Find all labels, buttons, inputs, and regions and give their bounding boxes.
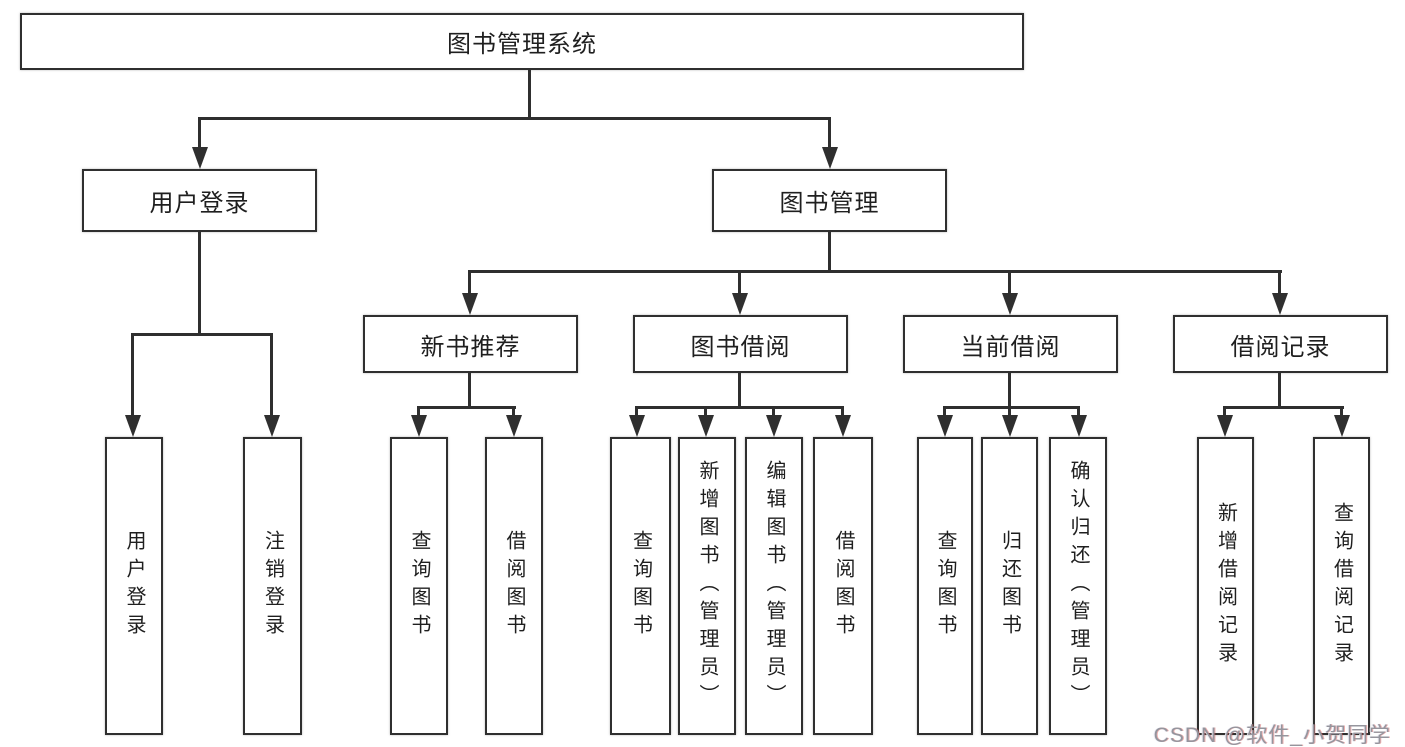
arrow-down-icon (698, 415, 714, 437)
leaf-records-query-record: 查询借阅记录 (1313, 437, 1370, 735)
leaf-recommend-borrow-books-label: 借阅图书 (503, 530, 525, 642)
leaf-current-confirm-return-admin: 确认归还（管理员） (1049, 437, 1107, 735)
connector-line (738, 270, 741, 296)
connector-line (828, 232, 831, 273)
leaf-recommend-query-books: 查询图书 (390, 437, 448, 735)
node-current-borrow: 当前借阅 (903, 315, 1118, 373)
arrow-down-icon (822, 147, 838, 169)
connector-line (635, 406, 844, 409)
node-current-borrow-label: 当前借阅 (960, 333, 1061, 361)
leaf-borrow-query-books-label: 查询图书 (629, 530, 652, 642)
leaf-current-query-books-label: 查询图书 (934, 530, 956, 642)
connector-line (131, 333, 134, 418)
arrow-down-icon (264, 415, 280, 437)
arrow-down-icon (1071, 415, 1087, 437)
node-root: 图书管理系统 (20, 13, 1024, 70)
connector-line (468, 270, 1282, 273)
node-new-book-recommend: 新书推荐 (363, 315, 578, 373)
node-book-management-label: 图书管理 (779, 190, 880, 217)
leaf-current-return-books-label: 归还图书 (998, 530, 1021, 642)
leaf-current-query-books: 查询图书 (917, 437, 973, 735)
leaf-current-confirm-return-admin-label: 确认归还（管理员） (1067, 460, 1089, 712)
leaf-logout-label: 注销登录 (261, 530, 284, 642)
arrow-down-icon (1334, 415, 1350, 437)
arrow-down-icon (937, 415, 953, 437)
connector-line (417, 406, 516, 409)
connector-line (131, 333, 273, 336)
csdn-watermark: CSDN @软件_小贺同学 (1153, 724, 1391, 747)
arrow-down-icon (732, 293, 748, 315)
leaf-borrow-borrow-books: 借阅图书 (813, 437, 873, 735)
node-book-borrow-label: 图书借阅 (690, 333, 791, 361)
connector-line (704, 406, 707, 418)
arrow-down-icon (1002, 415, 1018, 437)
leaf-current-return-books: 归还图书 (981, 437, 1038, 735)
connector-line (1223, 406, 1226, 418)
connector-line (943, 406, 1080, 409)
arrow-down-icon (766, 415, 782, 437)
leaf-borrow-edit-books-admin: 编辑图书（管理员） (745, 437, 803, 735)
connector-line (1223, 406, 1344, 409)
arrow-down-icon (506, 415, 522, 437)
node-book-borrow: 图书借阅 (633, 315, 848, 373)
node-new-book-recommend-label: 新书推荐 (420, 333, 521, 361)
leaf-user-login-label: 用户登录 (123, 530, 145, 642)
connector-line (468, 373, 471, 408)
connector-line (417, 406, 420, 418)
leaf-recommend-borrow-books: 借阅图书 (485, 437, 543, 735)
node-root-label: 图书管理系统 (447, 31, 597, 58)
leaf-recommend-query-books-label: 查询图书 (408, 530, 430, 642)
connector-line (841, 406, 844, 418)
connector-line (512, 406, 515, 418)
leaf-records-add-record-label: 新增借阅记录 (1214, 502, 1237, 670)
node-book-management: 图书管理 (712, 169, 947, 232)
leaf-borrow-add-books-admin: 新增图书（管理员） (678, 437, 736, 735)
connector-line (1008, 406, 1011, 418)
node-borrow-records-label: 借阅记录 (1230, 333, 1331, 361)
connector-line (738, 373, 741, 408)
leaf-borrow-borrow-books-label: 借阅图书 (832, 530, 854, 642)
connector-line (1077, 406, 1080, 418)
arrow-down-icon (1002, 293, 1018, 315)
arrow-down-icon (835, 415, 851, 437)
connector-line (1340, 406, 1343, 418)
connector-line (198, 117, 831, 120)
connector-line (270, 333, 273, 418)
arrow-down-icon (192, 147, 208, 169)
node-user-login: 用户登录 (82, 169, 317, 232)
arrow-down-icon (462, 293, 478, 315)
leaf-borrow-add-books-admin-label: 新增图书（管理员） (696, 460, 718, 712)
node-user-login-label: 用户登录 (149, 190, 250, 217)
connector-line (1008, 373, 1011, 408)
connector-line (635, 406, 638, 418)
connector-line (828, 117, 831, 150)
connector-line (943, 406, 946, 418)
arrow-down-icon (629, 415, 645, 437)
leaf-borrow-query-books: 查询图书 (610, 437, 671, 735)
connector-line (1008, 270, 1011, 296)
leaf-records-add-record: 新增借阅记录 (1197, 437, 1254, 735)
connector-line (198, 117, 201, 150)
connector-line (1278, 373, 1281, 408)
leaf-user-login: 用户登录 (105, 437, 163, 735)
connector-line (772, 406, 775, 418)
leaf-logout: 注销登录 (243, 437, 302, 735)
leaf-records-query-record-label: 查询借阅记录 (1330, 502, 1353, 670)
arrow-down-icon (125, 415, 141, 437)
connector-line (1278, 270, 1281, 296)
node-borrow-records: 借阅记录 (1173, 315, 1388, 373)
leaf-borrow-edit-books-admin-label: 编辑图书（管理员） (763, 460, 785, 712)
arrow-down-icon (411, 415, 427, 437)
connector-line (528, 70, 531, 118)
connector-line (198, 232, 201, 336)
arrow-down-icon (1272, 293, 1288, 315)
connector-line (468, 270, 471, 296)
arrow-down-icon (1217, 415, 1233, 437)
